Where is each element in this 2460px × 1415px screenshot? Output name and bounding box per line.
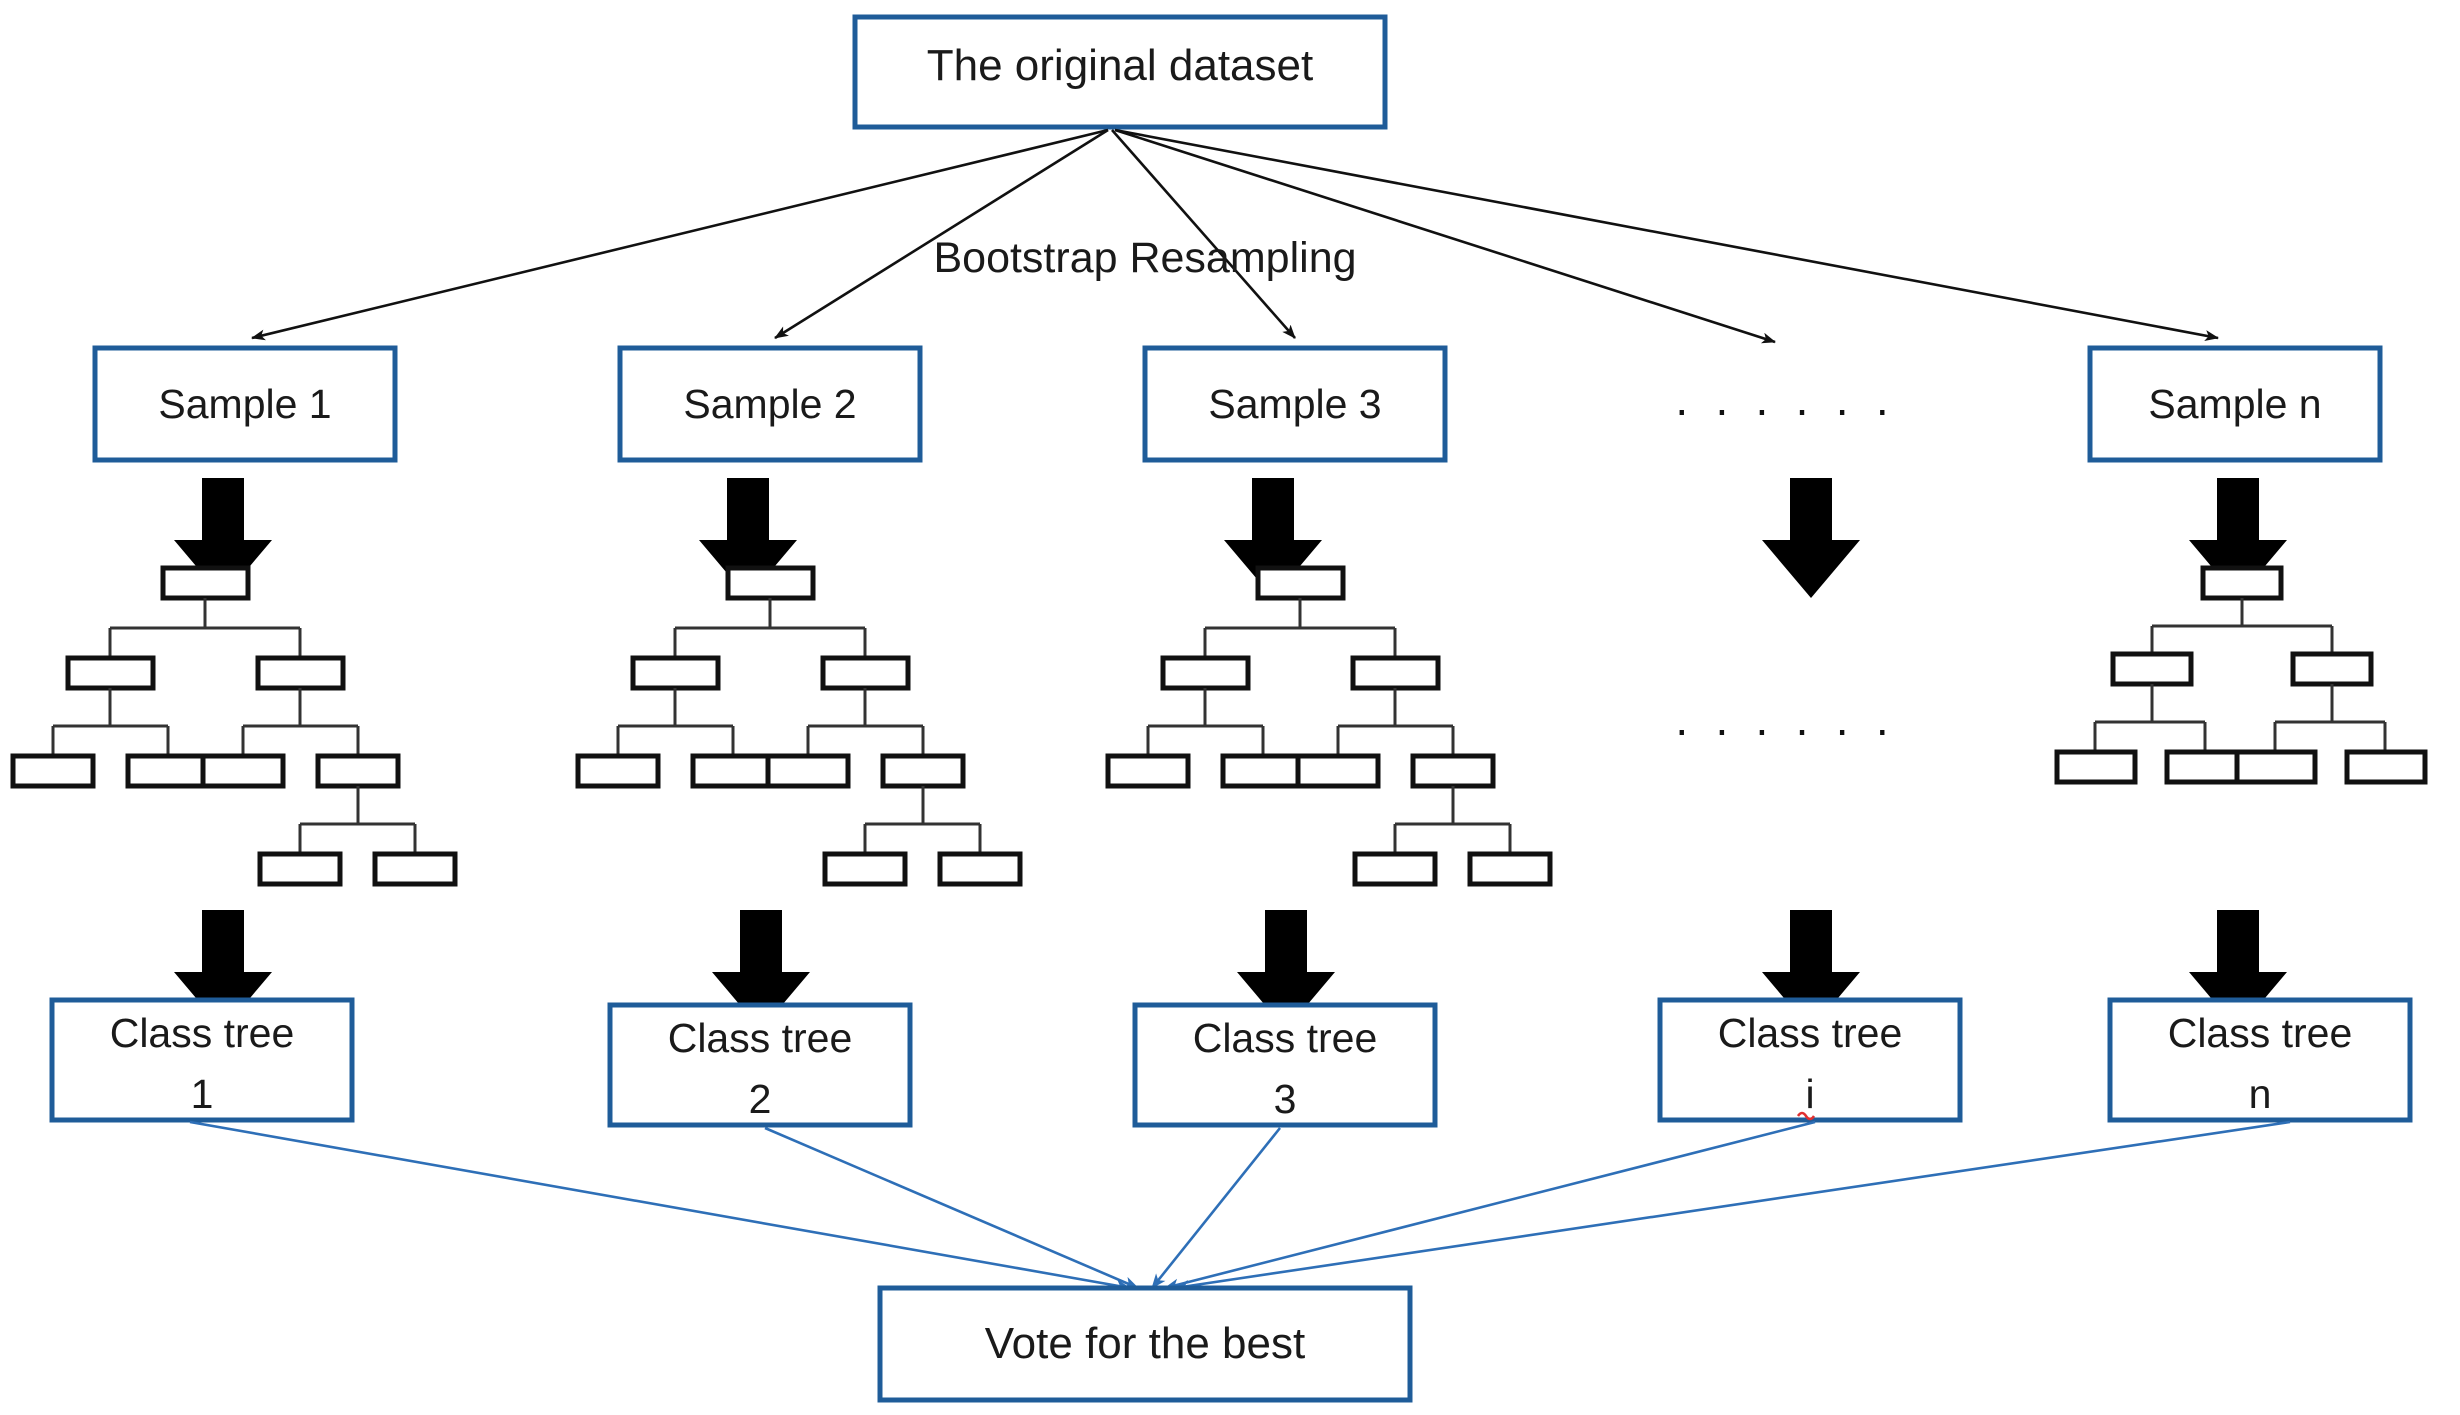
tree-node-root [2200,565,2284,601]
vote-arrow-from-class-tree-3 [1150,1127,1282,1289]
class-tree-label-3-line1: Class tree [1193,1015,1378,1061]
vote-arrow-from-class-tree-n [1174,1120,2291,1292]
tree-node-RR [880,753,966,789]
tree-node-L [630,655,721,691]
bootstrap-arrow-4 [1114,128,1776,344]
column-sample-1: Sample 1 Class tree [10,345,458,1123]
tree-node-root [160,565,251,601]
decision-tree-3 [1105,565,1553,887]
class-tree-label-3-line2: 3 [1274,1076,1297,1122]
sample-box-1[interactable] [92,345,398,463]
tree-node-RL [2234,749,2318,785]
down-arrow-sample-to-tree-4 [1762,478,1860,598]
tree-node-LR [1220,753,1306,789]
tree-node-LL [10,753,96,789]
tree-node-root [1255,565,1346,601]
bootstrap-arrow-1 [251,128,1109,341]
class-tree-label-4-line2: i [1805,1071,1814,1117]
tree-node-RRL [822,851,908,887]
tree-node-RRL [257,851,343,887]
column-sample-2: Sample 2 Class tree 2 [575,345,1023,1128]
tree-node-RRR [937,851,1023,887]
spellcheck-underline-icon [1796,1111,1816,1121]
column-sample-n: Sample n Class tree n [2054,345,2428,1123]
decision-tree-2 [575,565,1023,887]
class-tree-label-2-line1: Class tree [668,1015,853,1061]
sample-label-2: Sample 2 [683,381,856,427]
tree-node-LL [2054,749,2138,785]
tree-node-root [725,565,816,601]
tree-node-RR [2344,749,2428,785]
class-tree-label-n-line2: n [2249,1071,2272,1117]
column-ellipsis: · · · · · · · · · · · · Class tree i [1657,383,1963,1123]
vote-arrow-from-class-tree-4 [1164,1120,1816,1291]
class-tree-label-1-line1: Class tree [110,1010,295,1056]
tree-node-LL [1105,753,1191,789]
tree-node-R [2290,651,2374,687]
class-tree-label-n-line1: Class tree [2168,1010,2353,1056]
tree-node-L [65,655,156,691]
tree-node-L [2110,651,2194,687]
tree-node-RRR [372,851,458,887]
tree-node-RR [1410,753,1496,789]
vote-box[interactable] [877,1285,1413,1403]
down-arrow-tree-to-class-2 [712,910,810,1030]
down-arrow-tree-to-class-3 [1237,910,1335,1030]
tree-node-L [1160,655,1251,691]
vote-arrow-from-class-tree-1 [189,1120,1131,1292]
tree-node-RRR [1467,851,1553,887]
sample-label-3: Sample 3 [1208,381,1381,427]
sample-label-1: Sample 1 [158,381,331,427]
original-dataset-box[interactable] [852,14,1388,130]
tree-node-RL [1295,753,1381,789]
class-tree-box-3[interactable] [1132,1002,1438,1128]
tree-node-LL [575,753,661,789]
vote-node[interactable]: Vote for the best [877,1285,1413,1403]
class-tree-label-2-line2: 2 [749,1076,772,1122]
class-tree-label-1-line2: 1 [191,1071,214,1117]
bootstrap-arrow-3 [1111,129,1296,339]
decision-tree-n [2054,565,2428,785]
sample-box-3[interactable] [1142,345,1448,463]
original-dataset-node[interactable]: The original dataset [852,14,1388,130]
decision-tree-1 [10,565,458,887]
bootstrap-resampling-label: Bootstrap Resampling [933,234,1356,282]
tree-node-LR [125,753,211,789]
class-tree-box-n[interactable] [2107,997,2413,1123]
sample-box-n[interactable] [2087,345,2383,463]
sample-label-n: Sample n [2148,381,2321,427]
tree-row-ellipsis: · · · · · · [1674,703,1896,755]
sample-box-2[interactable] [617,345,923,463]
tree-node-LR [690,753,776,789]
column-sample-3: Sample 3 Class tree 3 [1105,345,1553,1128]
tree-node-RR [315,753,401,789]
tree-node-LR [2164,749,2248,785]
tree-node-R [1350,655,1441,691]
tree-node-RRL [1352,851,1438,887]
bootstrap-arrow-5 [1114,128,2219,341]
sample-row-ellipsis: · · · · · · [1674,383,1896,435]
class-tree-box-1[interactable] [49,997,355,1123]
class-tree-box-2[interactable] [607,1002,913,1128]
tree-node-RL [200,753,286,789]
vote-label: Vote for the best [985,1319,1305,1368]
bootstrap-arrow-group [251,128,2219,344]
tree-node-RL [765,753,851,789]
original-dataset-label: The original dataset [927,41,1313,90]
tree-node-R [820,655,911,691]
vote-arrow-from-class-tree-2 [764,1126,1139,1290]
class-tree-label-4-line1: Class tree [1718,1010,1903,1056]
bootstrap-arrow-2 [774,128,1109,340]
vote-arrow-group [189,1120,2291,1292]
tree-node-R [255,655,346,691]
